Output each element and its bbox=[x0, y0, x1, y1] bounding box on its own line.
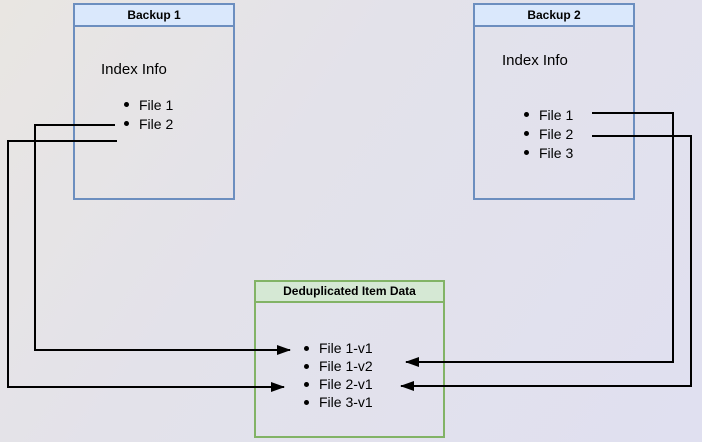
item-label: File 1-v1 bbox=[319, 340, 373, 356]
bullet-icon bbox=[524, 112, 529, 117]
dedup-header: Deduplicated Item Data bbox=[256, 282, 443, 303]
list-item: File 1-v2 bbox=[304, 357, 373, 375]
backup2-file-list: File 1 File 2 File 3 bbox=[524, 105, 573, 162]
list-item: File 3 bbox=[524, 143, 573, 162]
backup2-header: Backup 2 bbox=[475, 5, 633, 27]
dedup-box: Deduplicated Item Data File 1-v1 File 1-… bbox=[254, 280, 445, 438]
backup1-header: Backup 1 bbox=[75, 5, 233, 27]
item-label: File 1 bbox=[139, 96, 174, 113]
bullet-icon bbox=[304, 399, 309, 405]
backup2-index-info-label: Index Info bbox=[502, 52, 568, 69]
bullet-icon bbox=[124, 102, 129, 107]
dedup-title: Deduplicated Item Data bbox=[283, 284, 416, 298]
list-item: File 3-v1 bbox=[304, 393, 373, 411]
bullet-icon bbox=[304, 345, 309, 351]
list-item: File 1 bbox=[524, 105, 573, 124]
backup1-title: Backup 1 bbox=[127, 8, 181, 22]
bullet-icon bbox=[524, 150, 529, 155]
bullet-icon bbox=[304, 363, 309, 369]
list-item: File 2 bbox=[524, 124, 573, 143]
item-label: File 1 bbox=[539, 106, 574, 123]
item-label: File 3 bbox=[539, 144, 574, 161]
backup1-file-list: File 1 File 2 bbox=[124, 95, 173, 133]
item-label: File 2-v1 bbox=[319, 376, 373, 392]
list-item: File 1-v1 bbox=[304, 339, 373, 357]
item-label: File 2 bbox=[139, 115, 174, 132]
backup1-index-info-label: Index Info bbox=[101, 61, 167, 78]
bullet-icon bbox=[124, 121, 129, 126]
item-label: File 1-v2 bbox=[319, 358, 373, 374]
list-item: File 2 bbox=[124, 114, 173, 133]
backup2-box: Backup 2 Index Info File 1 File 2 File 3 bbox=[473, 3, 635, 200]
bullet-icon bbox=[304, 381, 309, 387]
item-label: File 3-v1 bbox=[319, 394, 373, 410]
bullet-icon bbox=[524, 131, 529, 136]
dedup-file-list: File 1-v1 File 1-v2 File 2-v1 File 3-v1 bbox=[304, 339, 373, 411]
list-item: File 2-v1 bbox=[304, 375, 373, 393]
list-item: File 1 bbox=[124, 95, 173, 114]
backup1-box: Backup 1 Index Info File 1 File 2 bbox=[73, 3, 235, 200]
item-label: File 2 bbox=[539, 125, 574, 142]
backup2-title: Backup 2 bbox=[527, 8, 581, 22]
